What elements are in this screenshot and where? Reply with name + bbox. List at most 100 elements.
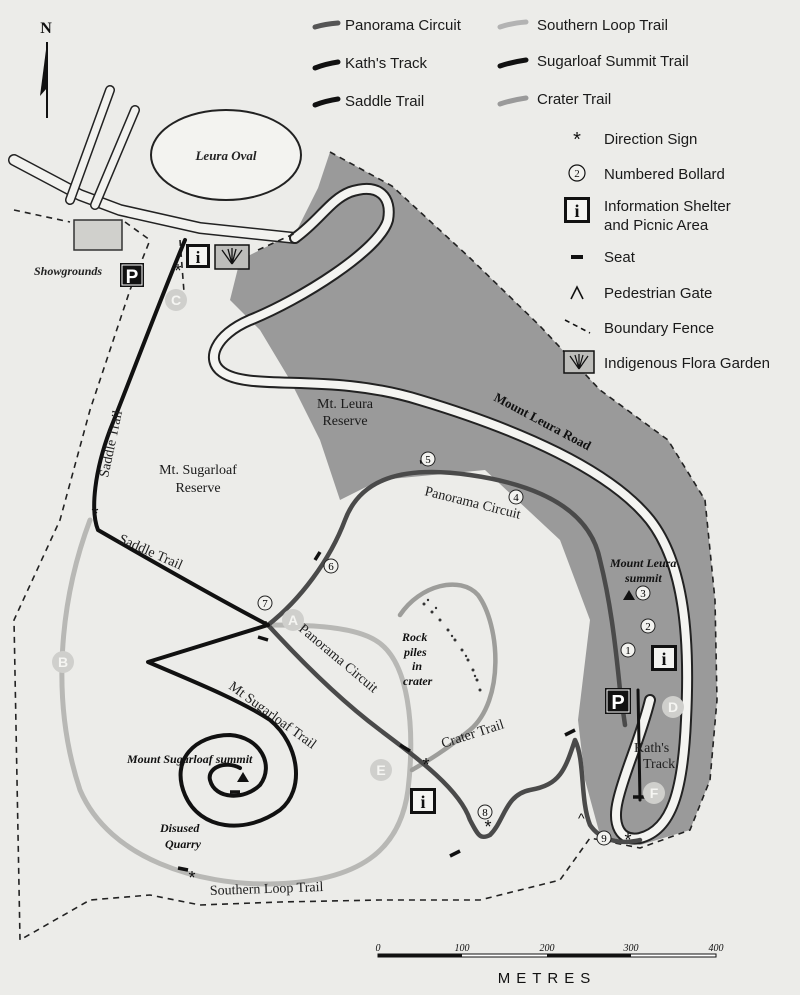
rock-piles-label-3: in [412,659,422,673]
rock-piles-label-1: Rock [401,630,427,644]
bollard-6-label: 6 [328,561,334,573]
sugarloaf-summit-trail [146,623,298,828]
legend-direction-sign: Direction Sign [604,131,697,148]
point-d: D [662,696,684,718]
north-arrow: N [40,20,52,118]
disused-quarry-label-1: Disused [159,821,200,835]
mount-leura-summit-label-2: summit [624,571,662,585]
point-a: A [282,609,304,631]
parking-top-label: P [126,267,139,288]
legend-saddle: Saddle Trail [345,93,424,110]
legend-numbered-bollard: Numbered Bollard [604,166,725,183]
scale-tick-300: 300 [623,943,639,954]
scale-tick-100: 100 [455,943,470,954]
parking-east-label: P [611,692,624,714]
bollard-5-label: 5 [425,454,431,466]
lettered-points: A B C D E F [52,289,684,804]
legend-swatch-southern [497,19,529,30]
north-label: N [40,20,52,37]
mount-leura-summit-label-1: Mount Leura [609,556,676,570]
bollard-4: 4 [508,489,524,505]
scale-tick-0: 0 [376,943,381,954]
legend-info-line1: Information Shelter [604,198,731,215]
legend-southern: Southern Loop Trail [537,17,668,34]
legend-panorama: Panorama Circuit [345,17,462,34]
bollard-7-label: 7 [262,598,268,610]
bollard-7: 7 [257,595,273,611]
legend-seat: Seat [604,249,636,266]
crater-trail-label: Crater Trail [440,717,507,751]
mount-sugarloaf-summit-marker [237,772,249,782]
parking-east: P [605,688,631,714]
flora-garden-icon [214,244,250,270]
southern-loop-trail [59,517,414,887]
legend-kaths: Kath's Track [345,55,428,72]
svg-text:*: * [262,618,269,638]
bollards: 1 2 3 4 5 6 7 8 9 [257,451,656,846]
mount-leura-summit-marker [623,590,635,600]
point-b-label: B [58,654,68,670]
bollard-9: 9 [596,830,612,846]
sugarloaf-trail-label: Mt Sugarloaf Trail [226,679,319,752]
svg-text:*: * [624,830,631,850]
bollard-3-label: 3 [640,588,646,600]
info-shelter-top: i [186,244,210,268]
svg-text:*: * [91,504,98,524]
disused-quarry-label-2: Quarry [165,837,202,851]
legend-swatch-saddle [312,96,341,108]
point-a-label: A [288,612,298,628]
legend-info-line2: and Picnic Area [604,217,709,234]
legend-swatch-crater [497,95,529,107]
saddle-trail-label-upper: Saddle Trail [97,409,126,479]
direction-signs: * * * * * * * [91,261,631,888]
legend-crater: Crater Trail [537,91,611,108]
scale-tick-400: 400 [709,943,724,954]
mt-leura-reserve-label-2: Reserve [322,414,367,429]
svg-text:*: * [422,755,429,775]
info-shelter-east: i [651,645,677,671]
legend-swatch-kaths [312,59,341,71]
showgrounds-label: Showgrounds [34,264,102,278]
saddle-trail-label-lower: Saddle Trail [116,532,184,573]
mount-sugarloaf-summit-label: Mount Sugarloaf summit [126,752,253,766]
saddle-trail-path [92,238,270,627]
svg-text:*: * [188,868,195,888]
scale-unit: METRES [498,970,597,987]
legend-bollard-icon [568,164,586,182]
bollard-8: 8 [477,804,493,820]
leura-oval-label: Leura Oval [194,148,256,163]
bollard-3: 3 [635,585,651,601]
kaths-track-path [636,688,642,802]
bollard-8-label: 8 [482,807,488,819]
legend-info-glyph: i [574,201,579,221]
legend-direction-icon: * [573,129,581,151]
parking-top: P [120,263,144,288]
svg-text:*: * [484,817,491,837]
bollard-6: 6 [323,558,339,574]
legend-flora-garden: Indigenous Flora Garden [604,355,770,372]
mt-leura-reserve-area [230,152,717,845]
point-f: F [643,782,665,804]
mt-leura-reserve-label-1: Mt. Leura [317,397,374,412]
panorama-circuit-path [265,469,643,845]
info-south-label: i [420,792,425,812]
legend-gate-icon [570,285,584,300]
point-c-label: C [171,292,181,308]
bollard-4-label: 4 [513,492,519,504]
scale-tick-200: 200 [540,943,555,954]
boundary-fence [13,151,718,942]
legend-swatch-sugarloaf [497,57,529,69]
kaths-track-label-2: Track [643,757,675,772]
legend-swatch-panorama [312,20,341,30]
pedestrian-gate-mark: ^ [578,810,585,826]
point-e: E [370,759,392,781]
legend-pedestrian-gate: Pedestrian Gate [604,285,712,302]
legend-fence-icon [564,319,591,334]
bollard-1-label: 1 [625,645,631,657]
info-shelter-south: i [410,788,436,814]
info-east-label: i [661,649,666,669]
legend-sugarloaf: Sugarloaf Summit Trail [537,53,689,70]
bollard-2: 2 [640,618,656,634]
mt-sugarloaf-reserve-label-2: Reserve [175,481,220,496]
